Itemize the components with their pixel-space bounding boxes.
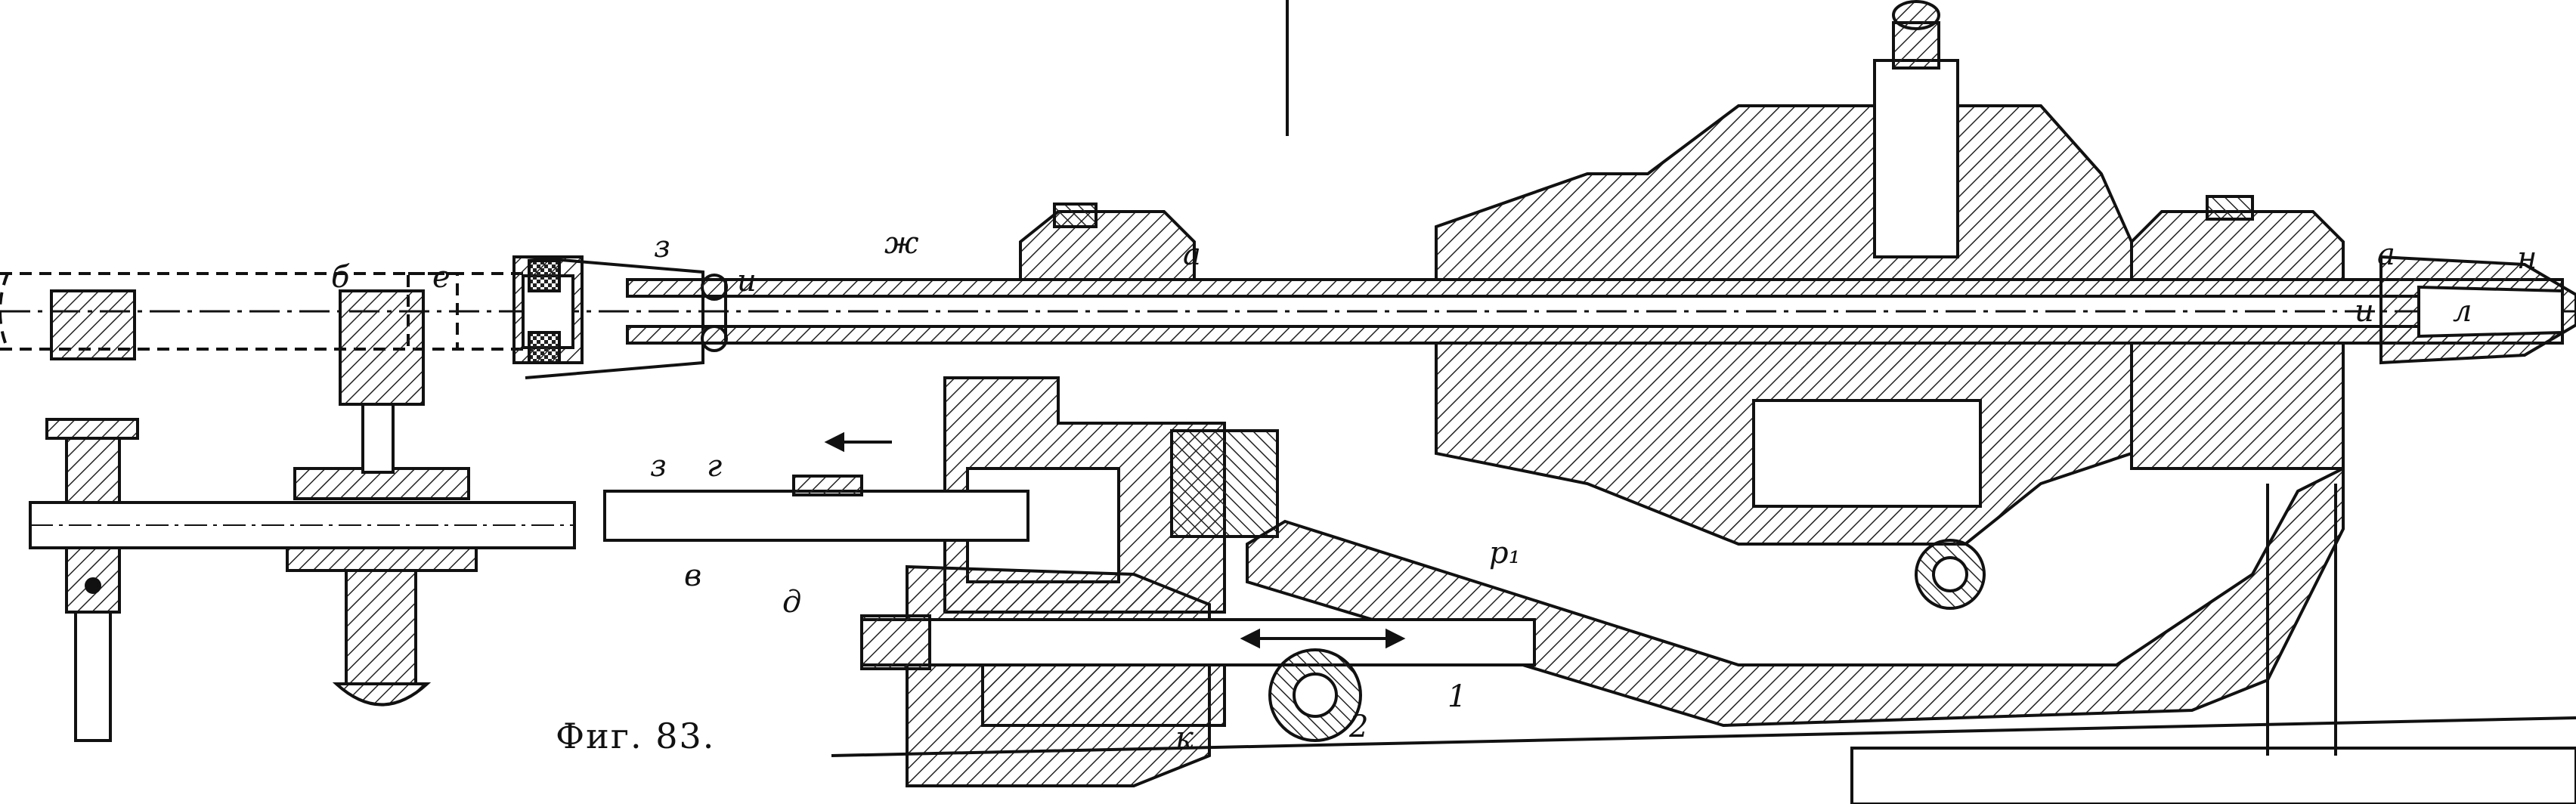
label-z-bottom: з: [650, 449, 667, 484]
label-two: 2: [1348, 710, 1368, 744]
rear-bearing-housing: [943, 203, 1279, 614]
shaft-one: [860, 614, 1536, 742]
label-zh: ж: [884, 226, 919, 261]
label-d: д: [782, 585, 801, 620]
collet-chuck: [512, 255, 728, 379]
feed-rod-lower: [603, 475, 1029, 542]
label-e: е: [432, 260, 450, 295]
spindle-nose: [2379, 255, 2576, 365]
label-p1: p₁: [1489, 536, 1521, 571]
label-a-left: а: [1183, 237, 1201, 272]
figure-caption: Фиг. 83.: [556, 716, 715, 756]
label-n: н: [2517, 241, 2537, 276]
label-k: к: [1175, 721, 1194, 756]
middle-clamp-assembly: [286, 289, 478, 707]
label-i-right: и: [2355, 294, 2374, 329]
label-a-right: а: [2377, 237, 2395, 272]
label-g: г: [707, 449, 722, 484]
feed-shaft-left: [29, 501, 576, 549]
label-l: л: [2453, 294, 2472, 329]
label-b: б: [331, 260, 350, 295]
label-one: 1: [1447, 679, 1466, 714]
label-v: в: [684, 558, 701, 593]
label-z-top: з: [654, 230, 670, 264]
headstock-housing: [1435, 0, 2133, 610]
front-bearing-housing: [2130, 195, 2345, 470]
motion-arrows: [824, 431, 1406, 649]
label-i-left: и: [737, 264, 757, 298]
